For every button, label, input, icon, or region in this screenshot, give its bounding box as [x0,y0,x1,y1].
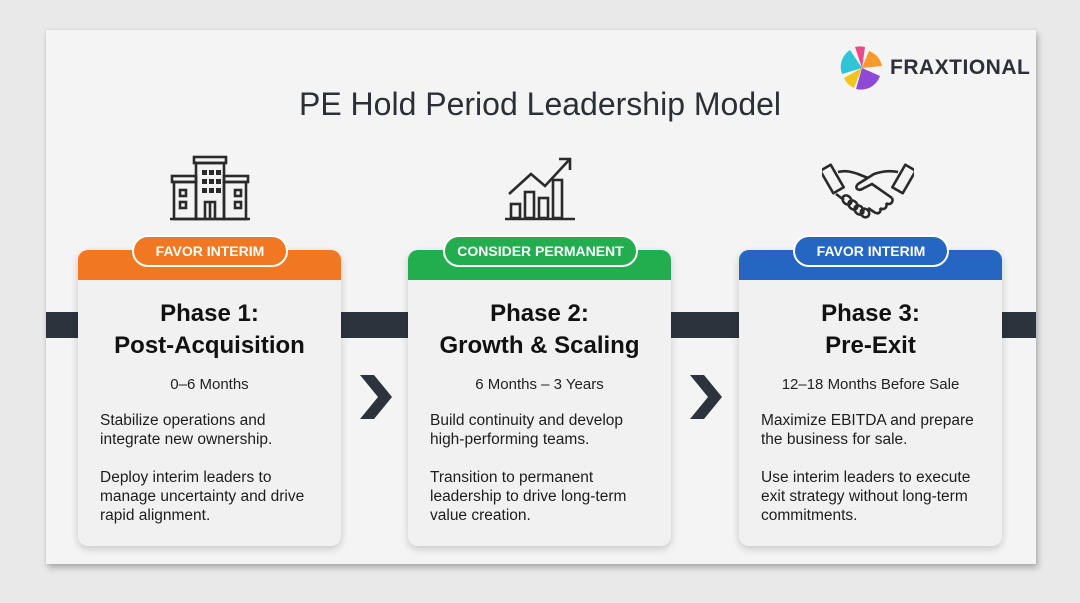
brand-name: FRAXTIONAL [890,56,1031,79]
phase-description: Stabilize operations and integrate new o… [100,412,305,524]
page-title: PE Hold Period Leadership Model [298,86,782,122]
timeline-connector [1000,312,1036,338]
growth-chart-icon [505,157,575,221]
phase-title: Phase 3: Pre-Exit [821,300,920,359]
timeline-connector [669,312,741,338]
chevron-right-icon [360,375,392,419]
chevron-right-icon [690,375,722,419]
timeline-connector [339,312,411,338]
office-building-icon [170,155,250,221]
phase-timeframe: 0–6 Months [170,376,249,393]
phase-timeframe: 6 Months – 3 Years [475,376,604,393]
phase-title: Phase 2: Growth & Scaling [439,300,640,359]
phase-badge: FAVOR INTERIM [132,235,288,267]
pinwheel-logo-icon [840,46,882,90]
brand-logo: FRAXTIONAL [838,44,1030,92]
phase-card-2: Phase 2: Growth & Scaling 6 Months – 3 Y… [408,250,671,546]
phase-card-3: Phase 3: Pre-Exit 12–18 Months Before Sa… [739,250,1002,546]
phase-title: Phase 1: Post-Acquisition [114,300,305,359]
phase-timeframe: 12–18 Months Before Sale [781,376,960,393]
phase-description: Build continuity and develop high-perfor… [430,412,627,524]
phase-badge: CONSIDER PERMANENT [443,235,638,267]
phase-badge: FAVOR INTERIM [793,235,949,267]
phase-card-1: Phase 1: Post-Acquisition 0–6 Months Sta… [78,250,341,546]
timeline-connector [46,312,80,338]
phase-description: Maximize EBITDA and prepare the business… [761,412,974,524]
handshake-icon [822,163,914,219]
